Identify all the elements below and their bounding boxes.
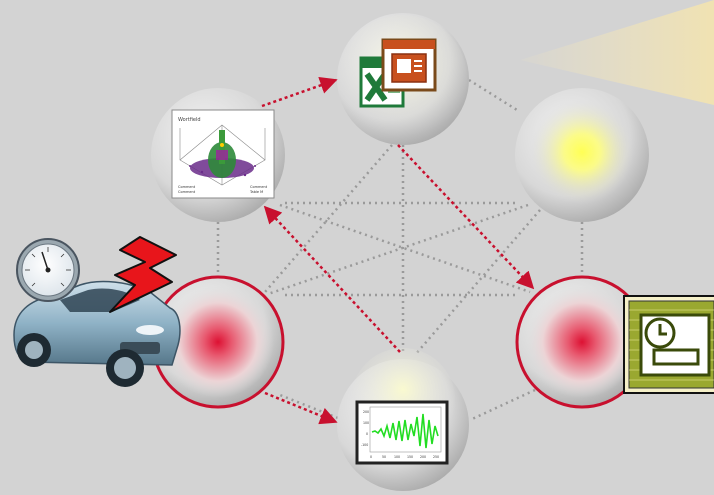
plot3d-caption-right-1: Comment	[250, 185, 268, 189]
wave-ytick-2: 0	[366, 432, 368, 436]
arrow-plot3d-to-office	[261, 76, 338, 108]
car-wheel-front	[106, 349, 144, 387]
edge-plot3d-rightred	[279, 203, 531, 294]
waveform-line	[371, 413, 439, 449]
lightning-bolt-icon	[109, 236, 177, 313]
node-light[interactable]	[515, 88, 649, 222]
wave-xtick-0: 0	[370, 455, 372, 459]
plot3d-caption-right-2: Table M	[249, 190, 263, 194]
node-left-red[interactable]	[151, 275, 285, 409]
red-arrows	[261, 76, 535, 425]
edge-rightred-waveform	[469, 388, 536, 422]
edge-office-light	[468, 78, 518, 112]
plot3d-points	[189, 130, 256, 178]
pressure-clock-icon	[623, 295, 714, 394]
arrow-waveform-to-plot3d	[263, 205, 401, 353]
edge-light-waveform	[414, 209, 541, 356]
node-right-red[interactable]	[515, 275, 649, 409]
wave-xtick-5: 250	[433, 455, 439, 459]
edge-waveform-leftred	[279, 393, 339, 420]
wave-xtick-4: 200	[420, 455, 426, 459]
arrow-office-to-rightred	[397, 144, 535, 290]
light-beam	[520, 0, 714, 105]
plot3d-caption-left-2: Comment	[178, 190, 196, 194]
wave-ytick-1: 100	[363, 421, 369, 425]
waveform-thumbnail: 200 100 0 -100 0 50 100 150 200 250	[355, 400, 449, 465]
gray-connections	[216, 78, 584, 422]
car-wheel-rear	[17, 333, 51, 367]
plot3d-title: Wortfield	[178, 117, 201, 123]
edge-office-leftred	[264, 144, 393, 293]
car-headlight	[136, 325, 164, 335]
pressure-gauge-icon	[16, 238, 80, 302]
office-icons	[359, 38, 437, 108]
presentation-icon	[381, 38, 437, 92]
wave-ytick-3: -100	[361, 443, 368, 447]
wave-ytick-0: 200	[363, 410, 369, 414]
arrow-leftred-to-waveform	[264, 391, 338, 425]
plot3d-thumbnail: Wortfield Comment Comment Comment Table …	[171, 109, 275, 199]
wave-xtick-3: 150	[407, 455, 413, 459]
wave-xtick-1: 50	[382, 455, 386, 459]
wave-xtick-2: 100	[394, 455, 400, 459]
car-illustration	[13, 236, 181, 387]
plot3d-caption-left-1: Comment	[178, 185, 196, 189]
edge-light-leftred	[267, 203, 529, 296]
